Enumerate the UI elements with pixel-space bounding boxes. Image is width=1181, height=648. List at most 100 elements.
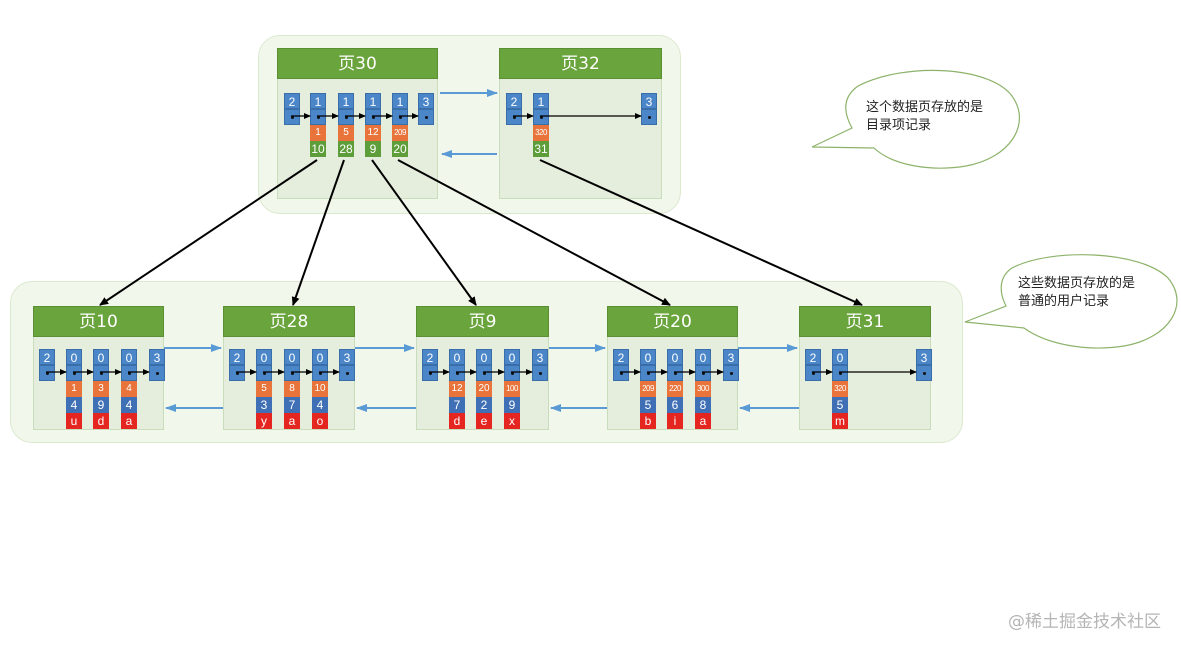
column-c2-cell: 8 <box>695 397 711 413</box>
record-type-cell: 0 <box>504 349 520 365</box>
next-record-pointer-icon <box>723 365 739 381</box>
next-record-pointer-icon <box>339 365 355 381</box>
column-c3-cell: i <box>667 413 683 429</box>
page-title: 页20 <box>607 306 738 337</box>
primary-key-cell: 1 <box>66 381 82 397</box>
record-type-cell: 0 <box>121 349 137 365</box>
next-record-pointer-icon <box>449 365 465 381</box>
record-type-cell: 0 <box>832 349 848 365</box>
next-record-pointer-icon <box>916 365 932 381</box>
record-supremum: 3 <box>532 349 548 381</box>
column-c2-cell: 3 <box>256 397 272 413</box>
next-record-pointer-icon <box>149 365 165 381</box>
next-record-pointer-icon <box>613 365 629 381</box>
record-supremum: 3 <box>339 349 355 381</box>
next-record-pointer-icon <box>695 365 711 381</box>
next-record-pointer-icon <box>641 109 657 125</box>
callout-line: 目录项记录 <box>866 118 932 133</box>
page-title: 页30 <box>277 48 438 79</box>
primary-key-cell: 12 <box>449 381 465 397</box>
callout-line: 普通的用户记录 <box>1018 294 1110 309</box>
primary-key-cell: 10 <box>312 381 328 397</box>
record-type-cell: 0 <box>695 349 711 365</box>
next-record-pointer-icon <box>121 365 137 381</box>
primary-key-cell: 209 <box>392 125 408 141</box>
primary-key-cell: 5 <box>338 125 354 141</box>
record-type-cell: 2 <box>805 349 821 365</box>
primary-key-cell: 8 <box>284 381 300 397</box>
record-infimum: 2 <box>805 349 821 381</box>
next-record-pointer-icon <box>229 365 245 381</box>
primary-key-cell: 320 <box>832 381 848 397</box>
record-type-cell: 1 <box>338 93 354 109</box>
page-title: 页10 <box>33 306 164 337</box>
record-infimum: 2 <box>613 349 629 381</box>
column-c3-cell: b <box>640 413 656 429</box>
primary-key-cell: 300 <box>695 381 711 397</box>
record-infimum: 2 <box>39 349 55 381</box>
record-infimum: 2 <box>506 93 522 125</box>
column-c3-cell: d <box>93 413 109 429</box>
record-type-cell: 2 <box>39 349 55 365</box>
record-type-cell: 3 <box>916 349 932 365</box>
next-record-pointer-icon <box>256 365 272 381</box>
column-c2-cell: 5 <box>832 397 848 413</box>
record-type-cell: 3 <box>418 93 434 109</box>
column-c3-cell: e <box>476 413 492 429</box>
record-type-cell: 1 <box>533 93 549 109</box>
primary-key-cell: 3 <box>93 381 109 397</box>
primary-key-cell: 20 <box>476 381 492 397</box>
record-infimum: 2 <box>229 349 245 381</box>
column-c2-cell: 6 <box>667 397 683 413</box>
record-type-cell: 0 <box>640 349 656 365</box>
record-type-cell: 3 <box>723 349 739 365</box>
record-type-cell: 2 <box>422 349 438 365</box>
record-supremum: 3 <box>641 93 657 125</box>
column-c2-cell: 4 <box>121 397 137 413</box>
primary-key-cell: 320 <box>533 125 549 141</box>
column-c3-cell: x <box>504 413 520 429</box>
page-title: 页32 <box>499 48 662 79</box>
page-number-cell: 10 <box>310 141 326 157</box>
column-c2-cell: 2 <box>476 397 492 413</box>
column-c3-cell: a <box>284 413 300 429</box>
next-record-pointer-icon <box>418 109 434 125</box>
record-infimum: 2 <box>422 349 438 381</box>
callout-line: 这个数据页存放的是 <box>866 100 984 115</box>
primary-key-cell: 100 <box>504 381 520 397</box>
primary-key-cell: 5 <box>256 381 272 397</box>
column-c2-cell: 9 <box>93 397 109 413</box>
next-record-pointer-icon <box>39 365 55 381</box>
watermark: @稀土掘金技术社区 <box>1008 612 1161 632</box>
record-type-cell: 0 <box>284 349 300 365</box>
primary-key-cell: 220 <box>667 381 683 397</box>
record-type-cell: 2 <box>506 93 522 109</box>
primary-key-cell: 4 <box>121 381 137 397</box>
page-number-cell: 20 <box>392 141 408 157</box>
page-title: 页31 <box>799 306 931 337</box>
record-type-cell: 0 <box>66 349 82 365</box>
record-type-cell: 0 <box>449 349 465 365</box>
record-type-cell: 1 <box>392 93 408 109</box>
primary-key-cell: 1 <box>310 125 326 141</box>
record-type-cell: 0 <box>256 349 272 365</box>
column-c2-cell: 7 <box>284 397 300 413</box>
record-infimum: 2 <box>284 93 300 125</box>
primary-key-cell: 12 <box>365 125 381 141</box>
next-record-pointer-icon <box>66 365 82 381</box>
